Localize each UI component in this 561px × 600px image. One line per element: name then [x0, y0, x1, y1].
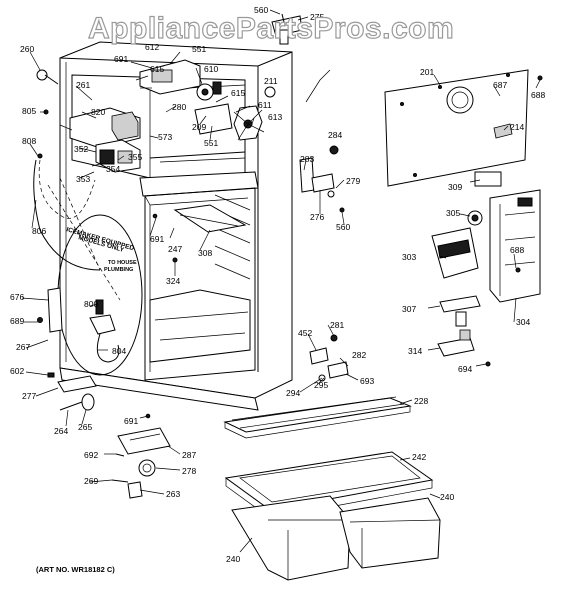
callout-805: 805	[22, 106, 36, 116]
callout-611: 611	[258, 100, 272, 110]
house-plumbing-note-line2: PLUMBING	[104, 267, 133, 273]
callout-692: 692	[84, 450, 98, 460]
evaporator-fan-assembly	[139, 59, 276, 141]
callout-615: 615	[231, 88, 245, 98]
callout-612: 612	[145, 42, 159, 52]
callout-820: 820	[91, 107, 105, 117]
callout-228: 228	[414, 396, 428, 406]
callout-688: 688	[510, 245, 524, 255]
callout-247: 247	[168, 244, 182, 254]
callout-694: 694	[458, 364, 472, 374]
callout-211: 211	[264, 76, 278, 86]
callout-209: 209	[192, 122, 206, 132]
dispenser-assembly	[431, 189, 541, 357]
control-panel-201	[384, 69, 529, 187]
callout-354: 354	[106, 164, 120, 174]
callout-267: 267	[16, 342, 30, 352]
callout-278: 278	[182, 466, 196, 476]
callout-314: 314	[408, 346, 422, 356]
refrigerator-cabinet	[59, 41, 293, 411]
callout-602: 602	[10, 366, 24, 376]
callout-283: 283	[300, 154, 314, 164]
callout-303: 303	[402, 252, 416, 262]
callout-265: 265	[78, 422, 92, 432]
callout-355: 355	[128, 152, 142, 162]
callout-201: 201	[420, 67, 434, 77]
callout-280: 280	[172, 102, 186, 112]
callout-800: 800	[84, 299, 98, 309]
wire-shelf-228	[223, 396, 412, 439]
crisper-pans-240	[231, 495, 441, 581]
icemaker-assembly	[33, 107, 143, 376]
callout-806: 806	[32, 226, 46, 236]
hinges-and-hardware	[36, 13, 543, 499]
callout-452: 452	[298, 328, 312, 338]
callout-308: 308	[198, 248, 212, 258]
callout-269: 269	[84, 476, 98, 486]
callout-281: 281	[330, 320, 344, 330]
callout-275: 275	[310, 12, 324, 22]
callout-305: 305	[446, 208, 460, 218]
callout-242: 242	[412, 452, 426, 462]
callout-691: 691	[114, 54, 128, 64]
watermark: AppliancePartsPros.com	[88, 12, 454, 45]
art-number: (ART NO. WR18182 C)	[36, 565, 115, 574]
callout-324: 324	[166, 276, 180, 286]
callout-287: 287	[182, 450, 196, 460]
callout-687: 687	[493, 80, 507, 90]
callout-676: 676	[10, 292, 24, 302]
callout-282: 282	[352, 350, 366, 360]
crisper-cover-242	[224, 451, 434, 519]
callout-610: 610	[204, 64, 218, 74]
callout-353: 353	[76, 174, 90, 184]
callout-264: 264	[54, 426, 68, 436]
house-plumbing-note-line1: TO HOUSE	[108, 260, 137, 266]
callout-560: 560	[254, 5, 268, 15]
callout-560: 560	[336, 222, 350, 232]
callout-304: 304	[516, 317, 530, 327]
callout-284: 284	[328, 130, 342, 140]
callout-279: 279	[346, 176, 360, 186]
callout-307: 307	[402, 304, 416, 314]
callout-240: 240	[440, 492, 454, 502]
callout-309: 309	[448, 182, 462, 192]
callout-804: 804	[112, 346, 126, 356]
callout-551: 551	[192, 44, 206, 54]
callout-691: 691	[150, 234, 164, 244]
callout-277: 277	[22, 391, 36, 401]
callout-276: 276	[310, 212, 324, 222]
callout-294: 294	[286, 388, 300, 398]
callout-615: 615	[150, 64, 164, 74]
callout-689: 689	[10, 316, 24, 326]
callout-573: 573	[158, 132, 172, 142]
callout-240: 240	[226, 554, 240, 564]
callout-295: 295	[314, 380, 328, 390]
callout-352: 352	[74, 144, 88, 154]
callout-labels: 560 275 260 612 551 691 615 610 211 201 …	[10, 5, 545, 564]
callout-551: 551	[204, 138, 218, 148]
callout-691: 691	[124, 416, 138, 426]
callout-260: 260	[20, 44, 34, 54]
callout-808: 808	[22, 136, 36, 146]
callout-214: 214	[510, 122, 524, 132]
callout-613: 613	[268, 112, 282, 122]
callout-leader-lines	[21, 9, 541, 553]
callout-688: 688	[531, 90, 545, 100]
callout-263: 263	[166, 489, 180, 499]
callout-693: 693	[360, 376, 374, 386]
callout-261: 261	[76, 80, 90, 90]
